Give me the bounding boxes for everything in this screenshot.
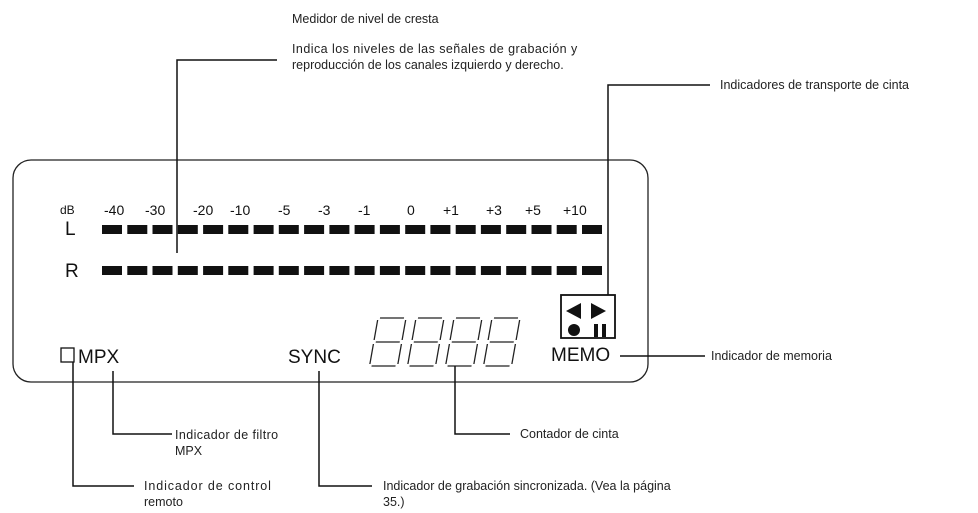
meter-segment [379,225,400,234]
meter-segment [430,266,451,275]
scale-label: -40 [104,202,125,218]
meter-segment [430,225,451,234]
meter-segment [531,266,552,275]
meter-segment [329,266,350,275]
meter-segment [379,266,400,275]
remote-indicator-square [60,347,75,363]
scale-label: -20 [193,202,214,218]
rewind-icon [566,303,581,319]
left-channel-meter [102,225,602,234]
meter-segment [405,266,426,275]
meter-segment [329,225,350,234]
scale-label: -10 [230,202,251,218]
scale-label: +1 [443,202,459,218]
mpx-filter-caption-line2: MPX [175,444,203,458]
meter-segment [152,225,173,234]
meter-segment [203,266,224,275]
meter-segment [127,266,148,275]
meter-segment [304,225,325,234]
scale-label: +3 [486,202,502,218]
meter-segment [228,266,249,275]
meter-segment [506,266,527,275]
leader-transport [607,84,710,295]
pause-icon [594,324,598,337]
leader-lines [72,59,710,487]
meter-segment [278,225,299,234]
meter-segment [480,225,501,234]
leader-counter [454,366,510,435]
meter-segment [354,266,375,275]
meter-segment [253,225,274,234]
meter-segment [582,225,602,234]
display-panel-outline [12,159,649,383]
meter-segment [177,266,198,275]
scale-label: -3 [318,202,331,218]
meter-segment [354,225,375,234]
scale-label: -1 [358,202,371,218]
sync-caption-line2: 35.) [383,495,405,509]
meter-segment [127,225,148,234]
peak-meter-desc-line1: Indica los niveles de las señales de gra… [292,42,578,56]
meter-segment [203,225,224,234]
meter-segment [228,225,249,234]
right-channel-label: R [65,261,79,282]
sync-indicator: SYNC [288,347,341,368]
record-icon [568,324,580,336]
leader-peak-meter [176,59,277,253]
remote-caption-line2: remoto [144,495,183,509]
scale-label: +5 [525,202,541,218]
transport-indicator-box [560,294,616,339]
right-channel-meter [102,266,602,275]
meter-segment [253,266,274,275]
meter-segment [177,225,198,234]
remote-caption-line1: Indicador de control [144,479,272,493]
scale-label: -5 [278,202,291,218]
mpx-indicator: MPX [78,347,120,368]
meter-segment [556,266,577,275]
leader-remote [72,362,134,487]
peak-meter-desc-line2: reproducción de los canales izquierdo y … [292,58,564,72]
meter-segment [480,266,501,275]
meter-segment [304,266,325,275]
mpx-filter-caption-line1: Indicador de filtro [175,428,279,442]
meter-segment [102,266,122,275]
meter-segment [102,225,122,234]
meter-segment [582,266,602,275]
leader-mpx [112,371,172,435]
scale-label: +10 [563,202,587,218]
play-icon [591,303,606,319]
memory-caption: Indicador de memoria [711,349,832,363]
leader-sync [318,371,372,487]
meter-segment [405,225,426,234]
meter-segment [455,225,476,234]
scale-label: 0 [407,202,415,218]
sync-caption-line1: Indicador de grabación sincronizada. (Ve… [383,479,671,493]
left-channel-label: L [65,219,76,240]
tape-counter-digits [369,317,521,367]
meter-segment [556,225,577,234]
meter-segment [278,266,299,275]
peak-meter-title: Medidor de nivel de cresta [292,12,439,26]
transport-caption: Indicadores de transporte de cinta [720,78,910,92]
meter-segment [506,225,527,234]
db-unit-label: dB [60,203,75,217]
tape-counter-caption: Contador de cinta [520,427,619,441]
scale-label: -30 [145,202,166,218]
meter-segment [531,225,552,234]
meter-segment [152,266,173,275]
meter-segment [455,266,476,275]
memo-indicator: MEMO [551,345,611,366]
